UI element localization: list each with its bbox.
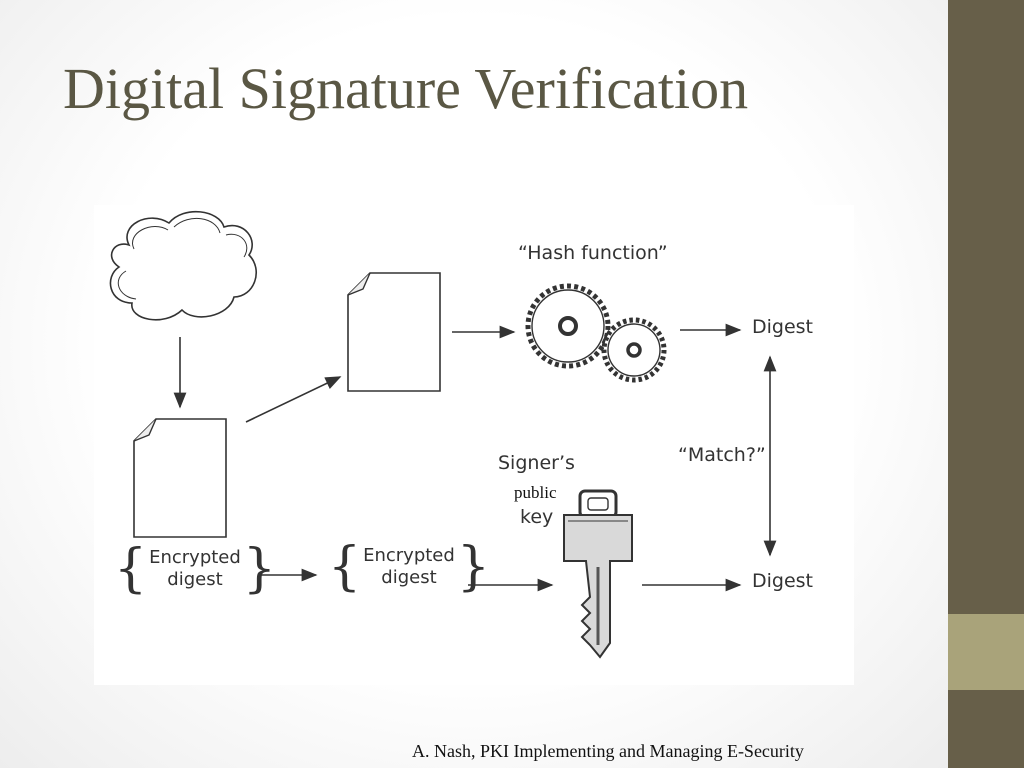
small-gear-icon (601, 317, 667, 383)
hash-function-label: “Hash function” (518, 242, 668, 264)
public-label: public (514, 483, 557, 502)
large-gear-icon (525, 283, 611, 369)
public-key-icon (563, 489, 633, 659)
digest-top-label: Digest (752, 316, 814, 338)
signature-verification-diagram: “Hash function” Digest “Match?” Signer’s… (94, 205, 854, 685)
signer-label: Signer’s (498, 452, 575, 474)
encrypted-digest-left-text: Encrypted digest (147, 547, 243, 592)
encrypted-digest-mid: { Encrypted digest } (328, 541, 490, 593)
decorative-side-accent (948, 614, 1024, 690)
encrypted-digest-left-line1: Encrypted (149, 546, 241, 568)
key-label: key (520, 506, 554, 528)
diagram-graphics (109, 210, 777, 659)
source-citation: A. Nash, PKI Implementing and Managing E… (412, 741, 804, 761)
message-document-icon (347, 272, 441, 392)
slide-title: Digital Signature Verification (63, 56, 749, 121)
encrypted-digest-mid-line1: Encrypted (363, 544, 455, 566)
message-cloud-icon (109, 210, 258, 321)
match-label: “Match?” (678, 444, 766, 466)
right-brace: } (242, 539, 276, 599)
signed-document-icon (133, 418, 227, 538)
left-brace: { (114, 539, 148, 599)
encrypted-digest-left: { Encrypted digest } (114, 543, 276, 595)
encrypted-digest-mid-text: Encrypted digest (361, 545, 457, 590)
encrypted-digest-mid-line2: digest (381, 567, 437, 588)
digest-bottom-label: Digest (752, 570, 814, 592)
right-brace: } (456, 537, 490, 597)
arrow-to-message-doc (245, 376, 342, 423)
left-brace: { (328, 537, 362, 597)
encrypted-digest-left-line2: digest (167, 569, 223, 590)
